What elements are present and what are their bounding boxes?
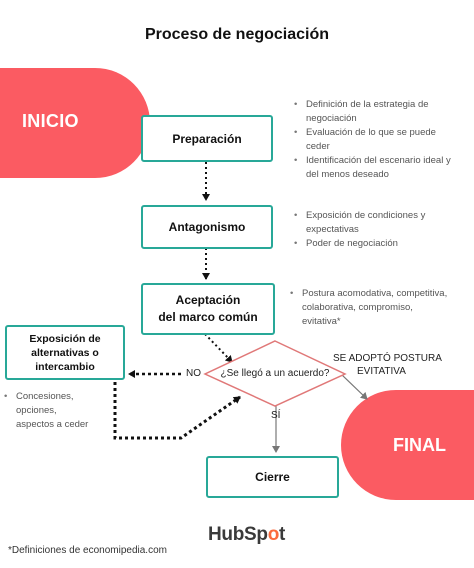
node-cierre-label: Cierre	[255, 470, 290, 484]
edge-label-evitativa-line1: SE ADOPTÓ POSTURA	[333, 353, 442, 364]
edge-loop-back	[113, 382, 241, 440]
note-item: Exposición de condiciones y	[292, 209, 472, 223]
node-cierre: Cierre	[206, 456, 339, 498]
node-aceptacion-line2: del marco común	[158, 310, 258, 324]
note-item: expectativas	[306, 224, 359, 235]
note-item: Definición de la estrategia de	[292, 98, 472, 112]
edge-label-evitativa-line2: EVITATIVA	[357, 366, 406, 377]
note-item: negociación	[306, 113, 357, 124]
note-item: Identificación del escenario ideal y	[292, 154, 472, 168]
notes-preparacion: Definición de la estrategia de negociaci…	[292, 98, 472, 182]
note-item: Concesiones,	[2, 390, 114, 404]
note-item: colaborativa, compromiso,	[302, 302, 413, 313]
node-preparacion: Preparación	[141, 115, 273, 162]
note-item: opciones,	[16, 405, 57, 416]
diagram-title: Proceso de negociación	[144, 26, 330, 43]
note-item: Evaluación de lo que se puede	[292, 126, 472, 140]
node-antagonismo-label: Antagonismo	[168, 220, 246, 234]
node-antagonismo: Antagonismo	[141, 205, 273, 249]
notes-aceptacion: Postura acomodativa, competitiva, colabo…	[288, 287, 472, 329]
logo-text-1: HubSp	[208, 524, 268, 545]
edge-label-evitativa: SE ADOPTÓ POSTURA EVITATIVA	[333, 352, 442, 378]
end-label: FINAL	[393, 435, 446, 455]
node-exposicion-line2: alternativas o	[31, 346, 99, 359]
node-exposicion: Exposición de alternativas o intercambio	[5, 325, 125, 380]
note-item: del menos deseado	[306, 169, 389, 180]
edge-decision-evitativa	[340, 373, 368, 400]
node-aceptacion-line1: Aceptación	[175, 293, 241, 307]
note-item: evitativa*	[302, 316, 341, 327]
node-aceptacion: Aceptación del marco común	[141, 283, 275, 335]
note-item: ceder	[306, 141, 330, 152]
logo-text-2: t	[279, 524, 286, 545]
logo-sprocket-icon: o	[267, 524, 280, 545]
decision-label: ¿Se llegó a un acuerdo?	[220, 368, 330, 379]
start-label: INICIO	[22, 111, 79, 131]
note-item: Poder de negociación	[292, 237, 472, 251]
note-item: Postura acomodativa, competitiva,	[288, 287, 472, 301]
node-preparacion-label: Preparación	[172, 131, 242, 146]
node-exposicion-line1: Exposición de	[29, 332, 101, 345]
start-terminal: INICIO	[0, 68, 150, 178]
hubspot-logo: HubSpot	[208, 524, 285, 546]
notes-exposicion: Concesiones, opciones, aspectos a ceder	[2, 390, 114, 432]
notes-antagonismo: Exposición de condiciones y expectativas…	[292, 209, 472, 251]
note-item: aspectos a ceder	[16, 419, 89, 430]
edge-acept-decision	[204, 333, 233, 363]
decision-diamond	[203, 340, 347, 407]
edge-label-no: NO	[186, 368, 201, 379]
edge-label-si: SÍ	[271, 410, 281, 421]
footnote: *Definiciones de economipedia.com	[8, 545, 167, 556]
node-exposicion-line3: intercambio	[35, 360, 95, 373]
end-terminal: FINAL	[341, 390, 474, 500]
